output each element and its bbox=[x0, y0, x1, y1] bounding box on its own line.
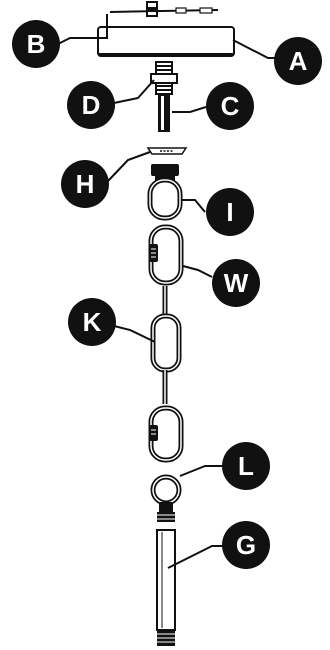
leader-h bbox=[107, 151, 151, 182]
callout-g: G bbox=[222, 521, 270, 569]
leader-k bbox=[113, 325, 156, 343]
svg-text:G: G bbox=[236, 530, 256, 560]
part-a-canopy bbox=[97, 26, 235, 57]
callout-l: L bbox=[222, 442, 270, 490]
callout-a: A bbox=[274, 37, 322, 85]
part-d-threaded-nipple bbox=[150, 61, 178, 95]
leader-d bbox=[113, 79, 155, 104]
leader-a bbox=[232, 39, 280, 59]
svg-text:I: I bbox=[226, 197, 233, 227]
part-k-chain bbox=[150, 286, 182, 404]
svg-text:A: A bbox=[289, 46, 308, 76]
callout-h: H bbox=[61, 160, 109, 208]
callout-d: D bbox=[67, 81, 115, 129]
svg-text:H: H bbox=[76, 169, 95, 199]
leader-i bbox=[181, 199, 206, 213]
part-c-lower-tube bbox=[158, 94, 170, 132]
part-h-washer bbox=[146, 147, 188, 155]
svg-text:C: C bbox=[221, 91, 240, 121]
leader-c bbox=[172, 106, 207, 113]
part-g-downrod bbox=[156, 529, 176, 646]
svg-text:B: B bbox=[27, 29, 46, 59]
part-i-collar-loop bbox=[147, 164, 183, 221]
part-w-upper-quick-link bbox=[148, 224, 184, 286]
svg-text:W: W bbox=[224, 268, 249, 298]
leader-w bbox=[182, 265, 213, 278]
svg-text:L: L bbox=[238, 451, 254, 481]
leader-b bbox=[57, 14, 108, 45]
callout-b: B bbox=[12, 20, 60, 68]
leader-g bbox=[167, 545, 222, 569]
svg-text:K: K bbox=[83, 307, 102, 337]
svg-text:D: D bbox=[82, 90, 101, 120]
part-b-mounting-bracket bbox=[109, 1, 219, 17]
leader-l bbox=[179, 465, 227, 477]
callout-i: I bbox=[206, 188, 254, 236]
callout-w: W bbox=[212, 259, 260, 307]
part-l-eye-bolt bbox=[150, 474, 182, 522]
callout-c: C bbox=[206, 82, 254, 130]
callout-k: K bbox=[68, 298, 116, 346]
lower-quick-link bbox=[148, 405, 184, 463]
